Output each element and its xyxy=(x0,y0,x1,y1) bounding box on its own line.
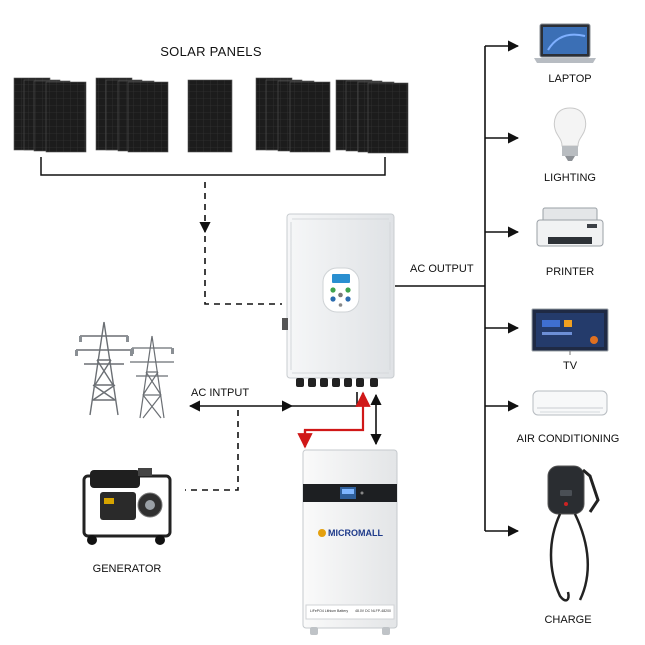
ac-output-label: AC OUTPUT xyxy=(410,263,474,275)
power-tower-icon xyxy=(75,321,174,419)
laptop-icon xyxy=(534,23,596,63)
battery-charge-line-red xyxy=(303,391,371,443)
panel-bus-line xyxy=(40,157,386,176)
load-label-laptop: LAPTOP xyxy=(548,73,591,85)
load-label-printer: PRINTER xyxy=(546,266,594,278)
generator-label: GENERATOR xyxy=(93,563,162,575)
battery-spec-left: LiFePO4 Lithium Battery xyxy=(310,609,348,613)
battery-brand-logo: MICROMALL xyxy=(318,528,383,538)
solar-panels-title: SOLAR PANELS xyxy=(160,44,262,59)
load-label-tv: TV xyxy=(563,360,578,372)
solar-panel-group-5 xyxy=(335,79,409,154)
air-conditioner-icon xyxy=(532,390,608,416)
battery-cabinet: MICROMALL LiFePO4 Lithium Battery 48.0V … xyxy=(302,449,398,635)
solar-panel-array xyxy=(13,77,409,154)
pv-dc-line-lower xyxy=(204,236,282,305)
battery-spec-right: 48.0V DC NLFP-48200 xyxy=(355,609,391,613)
load-label-lighting: LIGHTING xyxy=(544,172,596,184)
hybrid-inverter xyxy=(282,213,395,387)
inverter-cable-glands xyxy=(296,378,378,387)
solar-panel-group-1 xyxy=(13,77,87,153)
ac-input-to-inverter xyxy=(292,392,358,407)
ac-input-label: AC INTPUT xyxy=(191,387,249,399)
solar-panel-group-2 xyxy=(95,77,169,153)
solar-panel-group-4 xyxy=(255,77,331,153)
light-bulb-icon xyxy=(553,107,587,161)
generator-line xyxy=(185,410,239,491)
load-label-charge: CHARGE xyxy=(544,614,591,626)
printer-icon xyxy=(536,207,604,247)
load-label-air-conditioning: AIR CONDITIONING xyxy=(517,433,620,445)
generator-icon xyxy=(82,468,172,545)
svg-text:MICROMALL: MICROMALL xyxy=(328,528,383,538)
solar-panel-group-3 xyxy=(187,79,233,153)
tv-icon xyxy=(531,308,609,355)
inverter-display-panel xyxy=(322,267,360,313)
load-branch-arrows xyxy=(485,40,520,537)
ev-charger-icon xyxy=(547,465,600,602)
